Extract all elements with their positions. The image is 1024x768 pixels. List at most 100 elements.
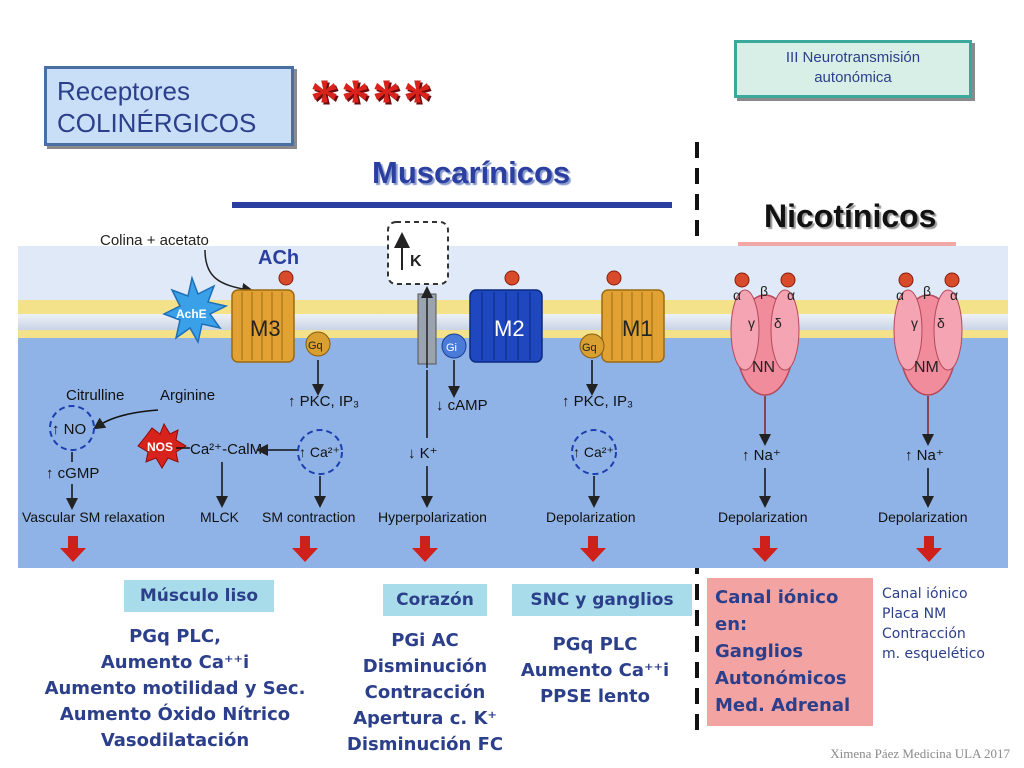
- topic-line2: autonómica: [814, 69, 892, 86]
- na2-label: ↑ Na⁺: [905, 447, 944, 464]
- gi-protein: Gi: [441, 333, 467, 359]
- m1-receptor: M1: [601, 270, 665, 363]
- kdown-label: ↓ K⁺: [408, 445, 438, 462]
- nm-gamma: γ: [911, 315, 918, 331]
- title-box: Receptores COLINÉRGICOS: [44, 66, 294, 146]
- canal-line-2: en:: [715, 614, 748, 635]
- corazon-line-2: Disminución: [362, 656, 488, 677]
- corazon-line-1: PGi AC: [391, 630, 459, 651]
- outcome-vascular: Vascular SM relaxation: [22, 509, 165, 525]
- m1-text: M1: [622, 316, 653, 341]
- nm-note-line-1: Canal iónico: [882, 586, 968, 602]
- nm-delta: δ: [937, 315, 945, 331]
- nm-note-line-4: m. esquelético: [882, 646, 985, 662]
- snc-line-2: Aumento Ca⁺⁺i: [520, 660, 670, 681]
- corazon-label: Corazón: [383, 584, 487, 616]
- pkc2-label: ↑ PKC, IP₃: [562, 393, 633, 410]
- outcome-depolarization-nn: Depolarization: [718, 509, 808, 525]
- colina-label: Colina + acetato: [100, 232, 209, 249]
- snc-line-1: PGq PLC: [552, 634, 638, 655]
- musculo-line-1: PGq PLC,: [129, 626, 221, 647]
- pkc1-label: ↑ PKC, IP₃: [288, 393, 359, 410]
- nn-text: NN: [752, 359, 775, 376]
- musculo-line-4: Aumento Óxido Nítrico: [59, 704, 291, 725]
- nn-gamma: γ: [748, 315, 755, 331]
- outcome-mlck: MLCK: [200, 509, 240, 525]
- topic-box: III Neurotransmisión autonómica: [734, 40, 972, 98]
- gq1-text: Gq: [308, 340, 323, 352]
- nm-alpha2: α: [950, 287, 958, 303]
- gq2-text: Gq: [582, 342, 597, 354]
- canal-line-4: Autonómicos: [715, 668, 847, 689]
- corazon-desc: PGi AC Disminución Contracción Apertura …: [330, 628, 520, 758]
- snc-label: SNC y ganglios: [512, 584, 692, 616]
- title-line2: COLINÉRGICOS: [57, 108, 257, 138]
- nn-alpha2: α: [787, 287, 795, 303]
- musculo-desc: PGq PLC, Aumento Ca⁺⁺i Aumento motilidad…: [20, 624, 330, 754]
- canal-line-1: Canal iónico: [715, 587, 839, 608]
- nn-beta: β: [760, 283, 768, 299]
- title-line1: Receptores: [57, 76, 190, 106]
- ca-circle-1: [297, 429, 343, 475]
- outcome-sm-contraction: SM contraction: [262, 509, 355, 525]
- k-text: K: [410, 253, 422, 270]
- footer-credit: Ximena Páez Medicina ULA 2017: [830, 746, 1010, 761]
- nn-alpha1: α: [733, 287, 741, 303]
- k-channel: [417, 286, 437, 368]
- musculo-line-2: Aumento Ca⁺⁺i: [100, 652, 250, 673]
- nn-delta: δ: [774, 315, 782, 331]
- ache-enzyme: AchE: [162, 275, 229, 345]
- no-circle: [49, 405, 95, 451]
- na1-label: ↑ Na⁺: [742, 447, 781, 464]
- nicotinic-underline: [738, 242, 956, 248]
- outcome-depolarization-m1: Depolarization: [546, 509, 636, 525]
- calm-label: Ca²⁺-CalM: [190, 441, 262, 458]
- m3-text: M3: [250, 316, 281, 341]
- m2-receptor: M2: [469, 270, 543, 363]
- topic-line1: III Neurotransmisión: [785, 49, 921, 66]
- gq-protein-2: Gq: [579, 333, 605, 359]
- red-arrow-6: [916, 536, 942, 562]
- corazon-line-4: Apertura c. K⁺: [353, 708, 497, 729]
- outcome-hyperpolarization: Hyperpolarization: [378, 509, 487, 525]
- nos-text: NOS: [147, 440, 173, 454]
- no-label: ↑ NO: [52, 421, 86, 438]
- camp-label: ↓ cAMP: [436, 397, 488, 414]
- musculo-line-3: Aumento motilidad y Sec.: [44, 678, 306, 699]
- canal-line-5: Med. Adrenal: [715, 695, 851, 716]
- gq-protein-1: Gq: [305, 331, 331, 357]
- red-arrows: [60, 536, 942, 562]
- ca2-label: ↑ Ca²⁺: [573, 444, 614, 460]
- red-arrow-5: [752, 536, 778, 562]
- ach-label: ACh: [258, 247, 299, 269]
- heading-nicotinic: Nicotínicos: [764, 198, 937, 234]
- red-arrow-1: [60, 536, 86, 562]
- nm-alpha1: α: [896, 287, 904, 303]
- heading-muscarinic: Muscarínicos: [372, 155, 571, 190]
- colina-arrow: [204, 249, 254, 295]
- musculo-line-5: Vasodilatación: [100, 730, 250, 751]
- gi-text: Gi: [446, 342, 457, 354]
- ca-circle-2: [571, 429, 617, 475]
- nos-enzyme: NOS: [137, 422, 187, 469]
- canal-line-3: Ganglios: [715, 641, 804, 662]
- m3-receptor: M3: [231, 270, 295, 363]
- canal-box: Canal iónico en: Ganglios Autonómicos Me…: [707, 578, 873, 726]
- stars-mark: ****: [310, 67, 434, 132]
- nm-note-line-3: Contracción: [882, 626, 966, 642]
- musculo-label: Músculo liso: [124, 580, 274, 612]
- m2-text: M2: [494, 316, 525, 341]
- nm-text: NM: [914, 359, 939, 376]
- ca1-label: ↑ Ca²⁺: [299, 444, 340, 460]
- nm-beta: β: [923, 283, 931, 299]
- outcome-depolarization-nm: Depolarization: [878, 509, 968, 525]
- corazon-line-5: Disminución FC: [346, 734, 504, 755]
- ache-text: AchE: [176, 307, 207, 321]
- red-arrow-4: [580, 536, 606, 562]
- corazon-line-3: Contracción: [364, 682, 486, 703]
- nm-receptor: α β α γ δ NM: [893, 272, 963, 396]
- cgmp-label: ↑ cGMP: [46, 465, 99, 482]
- nn-receptor: α β α γ δ NN: [730, 272, 800, 396]
- red-arrow-3: [412, 536, 438, 562]
